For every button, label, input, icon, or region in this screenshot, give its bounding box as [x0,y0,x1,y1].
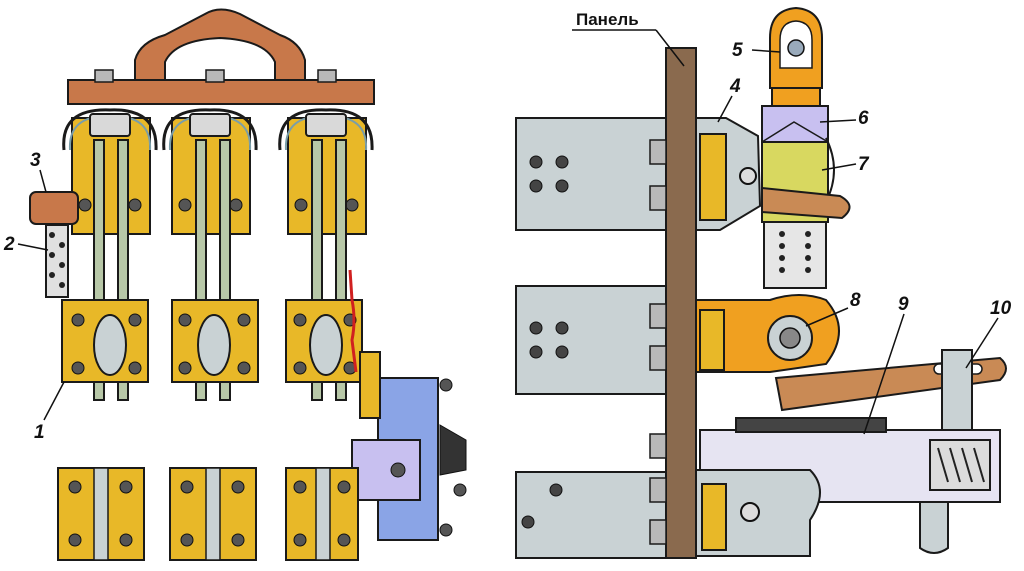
panel-board [665,47,697,559]
callout-6: 6 [858,108,869,129]
nut-3 [29,191,79,225]
upper-block-bolts [78,198,359,212]
mounting-plates [515,117,667,559]
lower-block-bolts [71,313,357,375]
leader-4 [717,95,733,123]
leader-3 [39,169,47,193]
bracket-pin [739,167,757,185]
callout-10: 10 [990,298,1012,319]
top-arch-bracket [134,8,306,86]
leader-5 [751,49,781,53]
auxiliary-cover [351,439,421,501]
red-wire [348,269,358,373]
panel-leader-diag [655,29,685,67]
front-view: 1 2 3 [3,8,467,561]
lever-contact [699,309,725,371]
body-7-peak [761,121,829,143]
callout-4: 4 [729,76,741,97]
top-bolts [94,69,337,83]
collar [771,87,821,107]
leader-8 [805,307,849,327]
callout-9: 9 [898,294,909,315]
leader-1 [43,381,65,421]
eye-bolt-cap [787,39,805,57]
callout-1: 1 [34,422,45,443]
leader-6 [819,119,857,123]
grille-lines [937,447,985,483]
housing-top-strip [735,417,887,433]
leader-2 [17,243,49,251]
callout-3: 3 [30,150,41,171]
clip-brackets [89,113,347,137]
lower-bolt [740,502,760,522]
bottom-block-bolts [68,480,351,547]
callout-8: 8 [850,290,861,311]
lower-pivot-rings [93,314,343,376]
leader-10 [965,317,999,369]
panel-label: Панель [576,10,639,29]
contact-upper [699,133,727,221]
plate-screws [521,155,569,529]
upper-handle [761,186,851,220]
callout-2: 2 [3,234,15,255]
callout-7: 7 [858,154,870,175]
spring-housing [763,221,827,289]
panel-studs [649,139,667,545]
side-view: Панель [515,6,1012,559]
pivot-center [779,327,801,349]
chain-links [49,232,65,288]
spring-clips [62,108,374,151]
top-bar [67,79,375,105]
callout-5: 5 [732,40,743,61]
bottom-block-strips [93,467,331,561]
housing-grille [929,439,991,491]
auxiliary-bolts [390,378,467,537]
auxiliary-box-bracket [359,351,381,419]
contact-lower [701,483,727,551]
lower-tab [919,501,949,554]
leader-9 [863,313,905,435]
leader-7 [821,163,857,171]
auxiliary-terminal [439,424,467,476]
spring-coils [779,231,811,273]
knife-blades [93,139,347,401]
